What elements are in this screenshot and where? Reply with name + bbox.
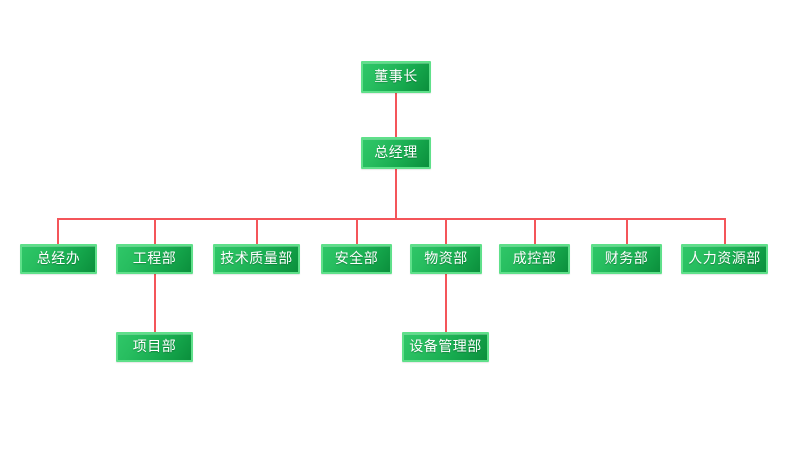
connector-drop-cost-control xyxy=(534,218,536,244)
node-finance[interactable]: 财务部 xyxy=(591,244,662,274)
connector-chairman-to-general-manager xyxy=(395,93,397,137)
node-gm-office[interactable]: 总经办 xyxy=(20,244,97,274)
connector-horizontal-bus xyxy=(58,218,725,220)
connector-drop-finance xyxy=(626,218,628,244)
connector-drop-materials xyxy=(445,218,447,244)
connector-drop-hr xyxy=(724,218,726,244)
connector-engineering-to-project-dept xyxy=(154,274,156,332)
node-safety[interactable]: 安全部 xyxy=(321,244,392,274)
node-tech-quality[interactable]: 技术质量部 xyxy=(213,244,300,274)
connector-materials-to-equipment-mgmt xyxy=(445,274,447,332)
connector-drop-tech-quality xyxy=(256,218,258,244)
node-cost-control[interactable]: 成控部 xyxy=(499,244,570,274)
connector-general-manager-drop xyxy=(395,169,397,219)
node-equipment-mgmt[interactable]: 设备管理部 xyxy=(402,332,489,362)
node-hr[interactable]: 人力资源部 xyxy=(681,244,768,274)
node-general-manager[interactable]: 总经理 xyxy=(361,137,431,169)
connector-drop-safety xyxy=(356,218,358,244)
node-engineering[interactable]: 工程部 xyxy=(116,244,193,274)
connector-drop-engineering xyxy=(154,218,156,244)
connector-drop-gm-office xyxy=(57,218,59,244)
node-chairman[interactable]: 董事长 xyxy=(361,61,431,93)
node-materials[interactable]: 物资部 xyxy=(410,244,482,274)
node-project-dept[interactable]: 项目部 xyxy=(116,332,193,362)
